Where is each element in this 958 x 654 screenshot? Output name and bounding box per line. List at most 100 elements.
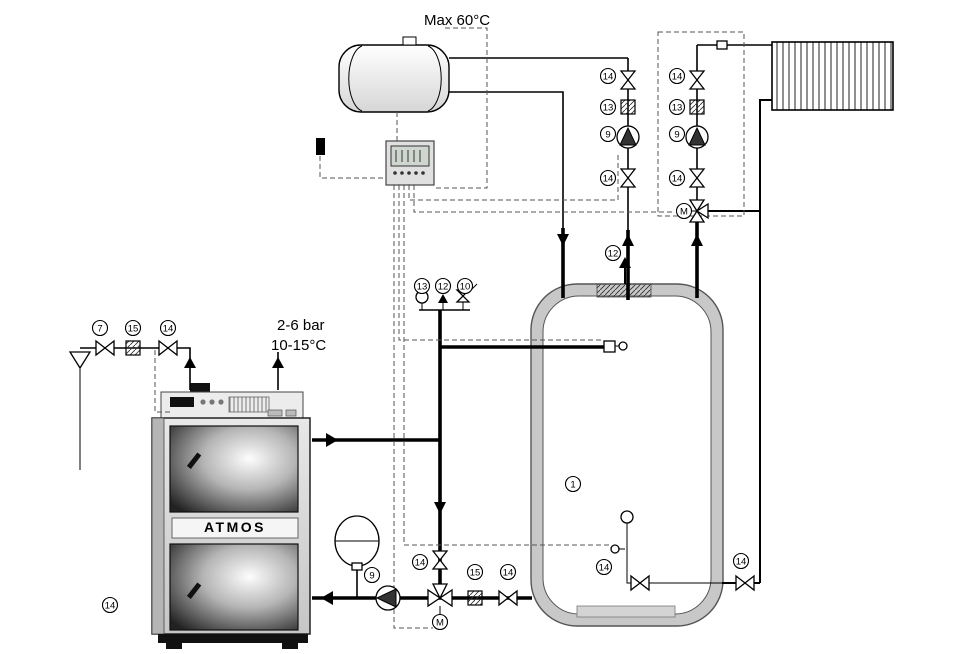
callout-9: 9: [668, 125, 686, 143]
dhw-tank: [338, 36, 450, 113]
max-temp-label: Max 60°C: [424, 12, 490, 29]
svg-text:1: 1: [570, 479, 575, 490]
wire-tank-lower-sensor: [403, 185, 610, 546]
svg-text:14: 14: [163, 323, 174, 334]
pump-9-rad-rotor: [688, 126, 706, 146]
wire-dhw-pump: [408, 152, 619, 201]
controller-display: [390, 145, 430, 167]
svg-text:14: 14: [599, 562, 610, 573]
svg-text:14: 14: [603, 173, 614, 184]
flow-arrow-right: [326, 433, 338, 447]
svg-text:15: 15: [470, 567, 481, 578]
boiler-side-panel: [151, 417, 165, 635]
callout-13: 13: [599, 98, 617, 116]
callout-12: 12: [434, 277, 452, 295]
svg-text:13: 13: [672, 102, 683, 113]
boiler-base: [158, 634, 308, 643]
tank-upper-sensor: [618, 341, 628, 351]
callout-M: M: [431, 613, 449, 631]
tank-top-insulation-cut: [596, 283, 652, 298]
return-valve-14: [735, 574, 755, 592]
expansion-vessel-fitting: [351, 562, 363, 571]
pipe-dhw-return: [449, 91, 564, 230]
valve-7: [95, 339, 115, 357]
pipe-safety-discharge: [80, 347, 191, 390]
flue-damper-handle: [190, 383, 210, 392]
valve-14-rad-top: [688, 70, 706, 90]
panel-button: [200, 399, 206, 405]
tank-lower-sensor: [610, 544, 620, 554]
callout-15: 15: [124, 319, 142, 337]
svg-text:M: M: [436, 617, 444, 628]
pump-9-boiler-rotor: [375, 588, 397, 608]
filter-15-left: [125, 340, 141, 356]
callout-10: 10: [456, 277, 474, 295]
feed-temp-label: 10-15°C: [271, 337, 326, 354]
callout-1: 1: [564, 475, 582, 493]
callout-12: 12: [604, 244, 622, 262]
callout-14: 14: [595, 558, 613, 576]
wire-tank-upper-sensor: [398, 185, 602, 341]
flow-arrow-up: [691, 234, 703, 246]
callout-7: 7: [91, 319, 109, 337]
svg-text:13: 13: [417, 281, 428, 292]
wire-radiator-circuit-box: [657, 31, 745, 217]
panel-button: [209, 399, 215, 405]
upper-door: [169, 425, 299, 513]
controller-display-segments: [395, 150, 421, 162]
components: [68, 40, 755, 614]
pipe-fitting: [716, 40, 728, 50]
valve-14-dhw-bottom: [619, 168, 637, 188]
valve-14-riser: [431, 550, 449, 570]
vent-12: [438, 294, 448, 303]
boiler-foot: [282, 643, 298, 649]
panel-grille: [228, 396, 270, 413]
tank-bottom-support: [576, 605, 676, 618]
radiator: [771, 41, 894, 111]
filter-15-boiler: [467, 590, 483, 606]
filter-13-dhw: [620, 99, 636, 115]
svg-text:14: 14: [736, 556, 747, 567]
svg-text:10: 10: [460, 281, 471, 292]
boiler-display: [170, 397, 194, 407]
pressure-label: 2-6 bar: [277, 317, 325, 334]
air-vent-arrow: [619, 257, 631, 268]
nameplate: [171, 517, 299, 539]
pump-9-dhw-rotor: [619, 126, 637, 146]
dhw-cap-right: [427, 45, 442, 112]
svg-text:13: 13: [603, 102, 614, 113]
lower-door-handle: [186, 582, 202, 599]
callout-14: 14: [159, 319, 177, 337]
feed-arrow-up: [272, 357, 284, 368]
boiler-foot: [166, 643, 182, 649]
mixing-valve-boiler: [427, 583, 453, 608]
filter-13-rad: [689, 99, 705, 115]
svg-text:15: 15: [128, 323, 139, 334]
panel-gauge: [267, 409, 283, 417]
flow-arrow-left: [321, 591, 333, 605]
svg-text:7: 7: [97, 323, 102, 334]
tank-upper-sensor-well: [603, 340, 616, 353]
flow-arrow-down: [434, 502, 446, 514]
upper-door-handle: [186, 452, 202, 469]
drain-funnel: [68, 351, 92, 370]
callout-14: 14: [499, 563, 517, 581]
svg-text:9: 9: [369, 570, 374, 581]
svg-text:M: M: [680, 206, 688, 217]
room-thermostat: [316, 138, 325, 155]
dhw-cap-left: [348, 45, 363, 112]
svg-text:14: 14: [672, 71, 683, 82]
callout-14: 14: [668, 67, 686, 85]
callout-15: 15: [466, 563, 484, 581]
brand-label: ATMOS: [204, 519, 266, 535]
pipe-radiator-return: [759, 99, 772, 583]
svg-text:9: 9: [674, 129, 679, 140]
svg-text:12: 12: [608, 248, 619, 259]
callout-14: 14: [599, 67, 617, 85]
valve-14-rad-bottom: [688, 168, 706, 188]
valve-14-dhw-top: [619, 70, 637, 90]
control-wiring: [154, 27, 745, 629]
svg-text:9: 9: [605, 129, 610, 140]
lower-door: [169, 543, 299, 631]
